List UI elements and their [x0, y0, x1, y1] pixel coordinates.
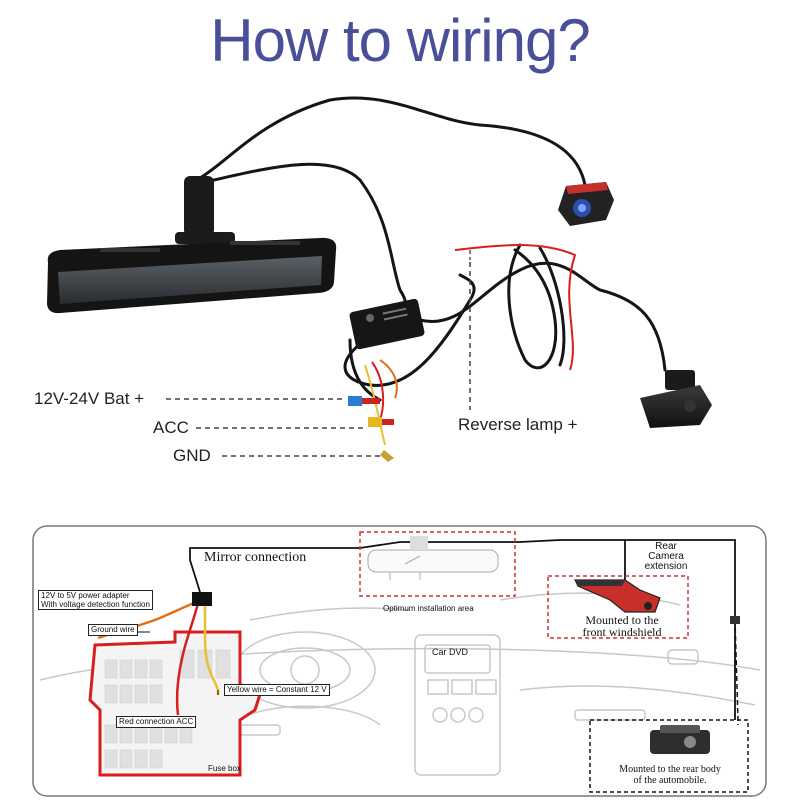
label-red-connection: Red connection ACC [116, 716, 197, 728]
front-cam-sketch [574, 579, 661, 613]
label-fuse-box: Fuse box [208, 764, 241, 773]
label-front-windshield: Mounted to the front windshield [582, 613, 662, 639]
optimum-area-box [359, 531, 516, 597]
car-diagram [32, 525, 767, 797]
label-power-adapter: 12V to 5V power adapter With voltage det… [38, 590, 153, 610]
label-acc: ACC [153, 418, 189, 437]
dashboard-outline [39, 557, 761, 776]
red-wire [454, 244, 577, 371]
product-photo [47, 96, 712, 462]
label-battery: 12V-24V Bat + [34, 389, 145, 408]
mirror-wire [189, 539, 736, 720]
rear-body-box [589, 719, 749, 793]
label-optimum-area: Optimum installation area [383, 604, 474, 613]
label-yellow-wire: Yellow wire = Constant 12 V [224, 684, 330, 696]
diagram-adapter [192, 592, 212, 606]
label-leaders [166, 262, 471, 457]
label-ground-wire: Ground wire [88, 624, 138, 636]
front-camera [558, 182, 614, 226]
mirror-sketch [367, 536, 499, 573]
rear-camera [640, 370, 712, 428]
page-title: How to wiring? [210, 7, 591, 74]
front-windshield-box [547, 575, 689, 639]
cables [198, 96, 667, 402]
label-gnd: GND [173, 446, 211, 465]
rear-cam-sketch [650, 725, 710, 754]
power-adapter [349, 298, 425, 350]
label-rear-camera-extension: Rear Camera extension [644, 541, 688, 572]
label-car-dvd: Car DVD [432, 647, 469, 657]
label-reverse-lamp: Reverse lamp + [458, 415, 578, 434]
label-rear-body: Mounted to the rear body of the automobi… [619, 764, 721, 786]
power-leads [364, 359, 398, 446]
rearview-mirror [47, 176, 337, 314]
label-mirror-connection: Mirror connection [204, 550, 307, 565]
fuse-taps [348, 396, 394, 462]
